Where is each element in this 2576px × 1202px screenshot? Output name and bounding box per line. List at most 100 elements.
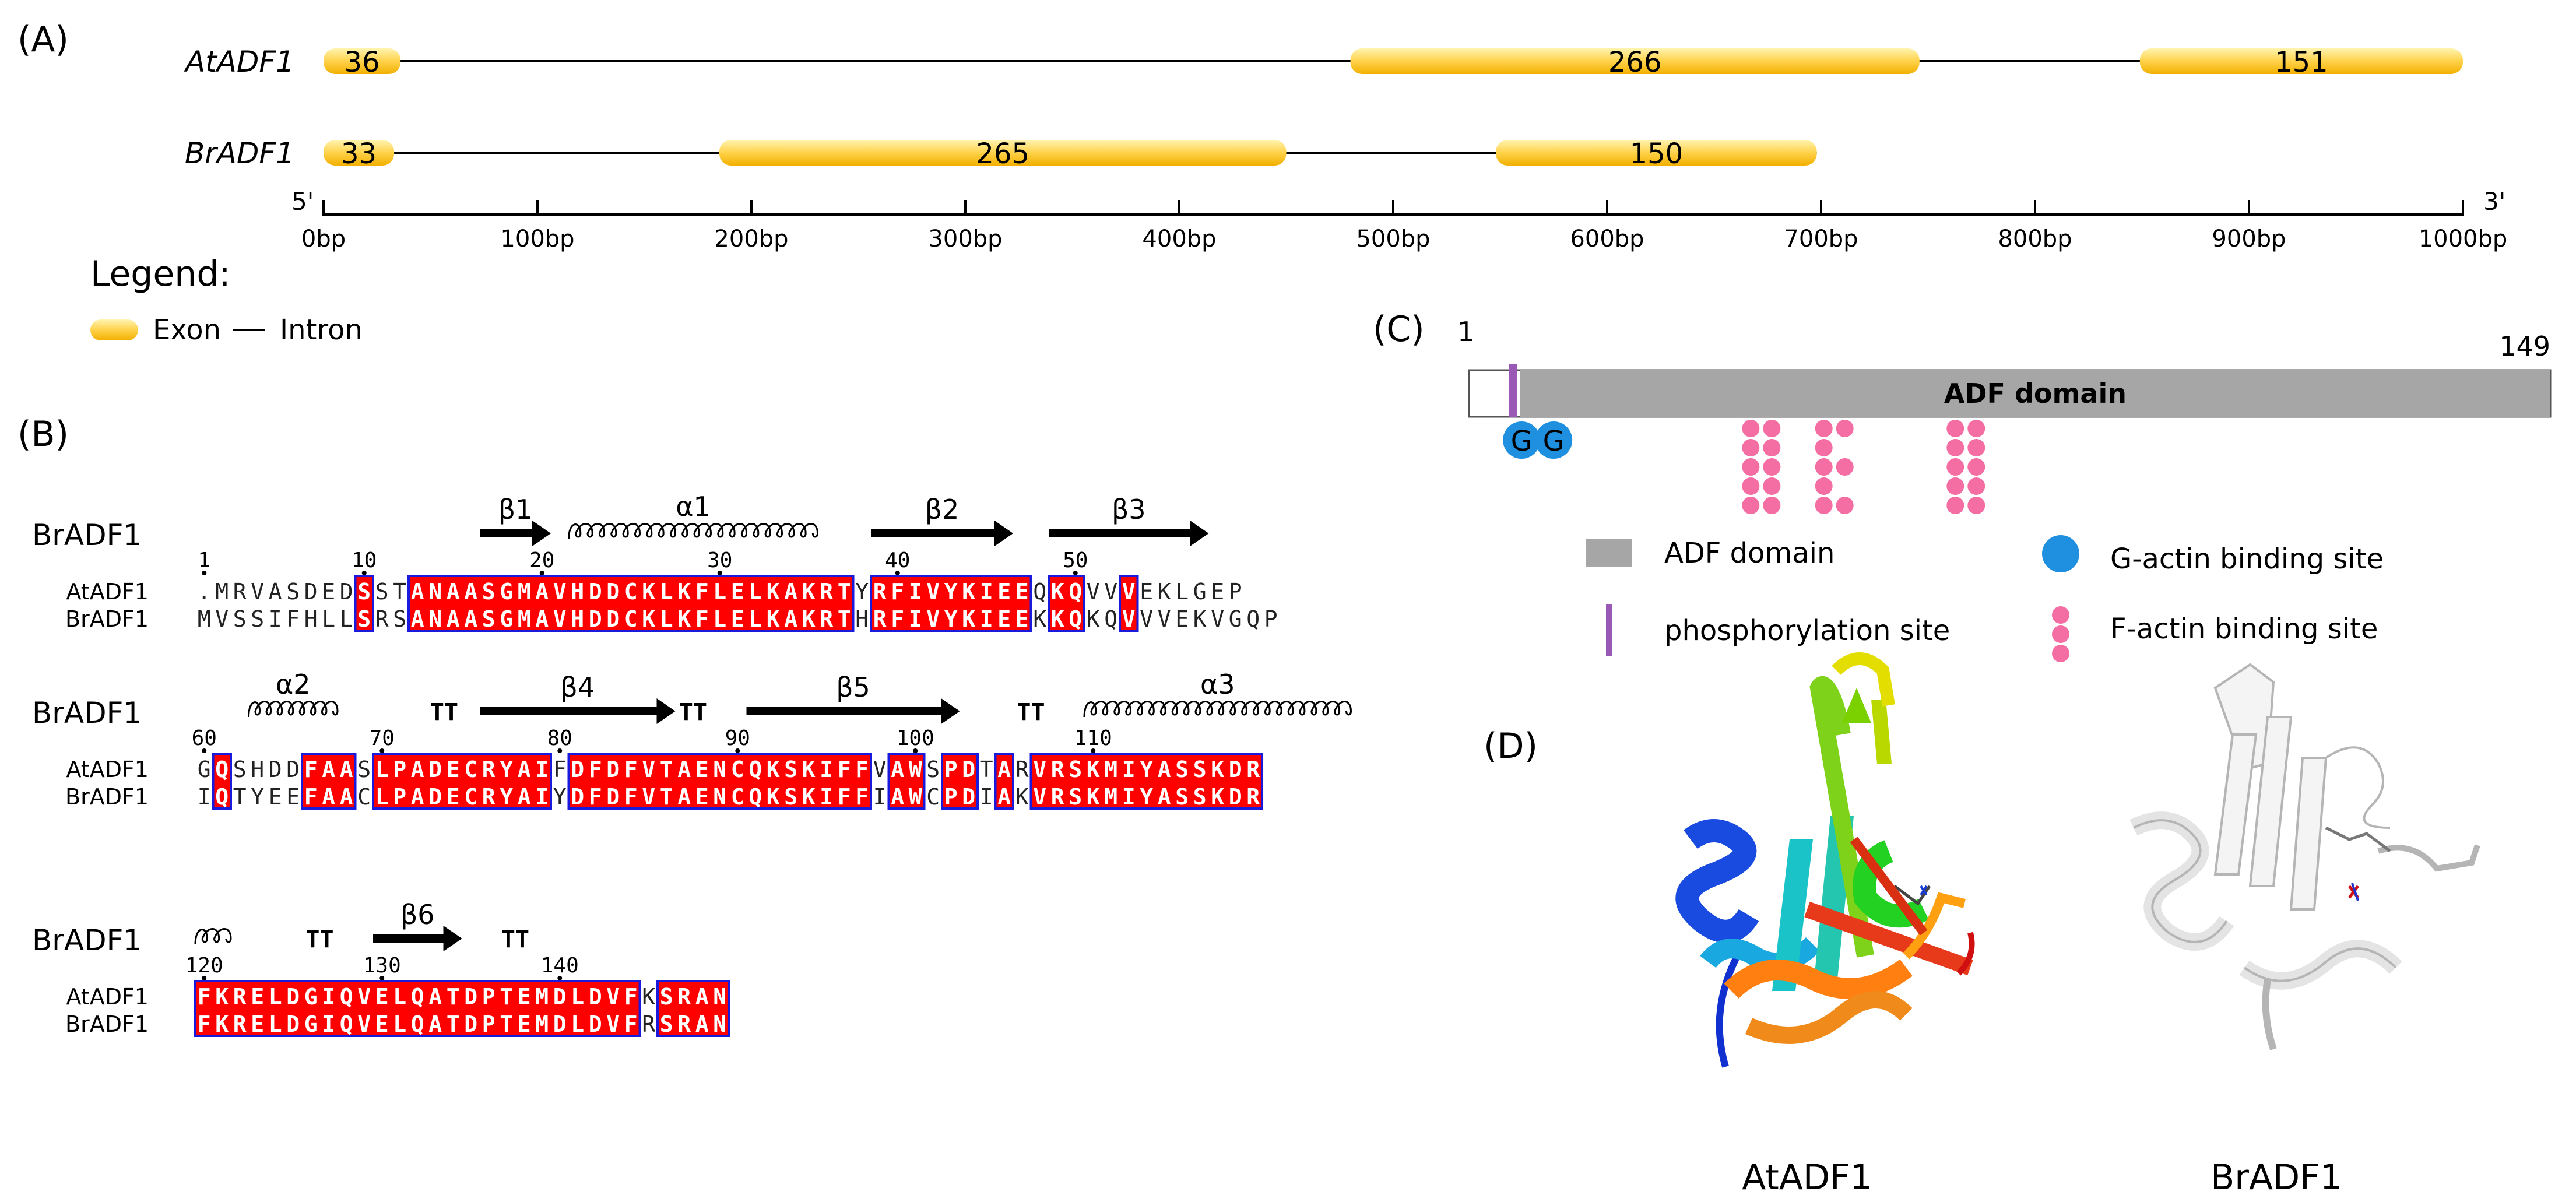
residue: A xyxy=(518,757,531,782)
residue: S xyxy=(784,757,797,782)
alpha-helix xyxy=(1083,701,1352,718)
residue: R xyxy=(1051,757,1064,782)
residue: S xyxy=(357,606,371,632)
residue: M xyxy=(198,606,211,632)
ruler-label: 10 xyxy=(352,549,377,572)
residue: A xyxy=(518,784,531,810)
residue: V xyxy=(1158,606,1171,632)
residue: K xyxy=(767,784,780,810)
residue: F xyxy=(286,606,300,632)
seq-name: AtADF1 xyxy=(66,579,149,604)
axis-tick-label: 700bp xyxy=(1784,226,1858,252)
residue: I xyxy=(269,606,282,632)
residue: E xyxy=(518,1011,531,1037)
residue: A xyxy=(411,757,424,782)
residue: K xyxy=(767,579,780,604)
residue: P xyxy=(944,784,958,810)
residue: K xyxy=(1051,606,1064,632)
residue: E xyxy=(251,984,264,1010)
ruler-label: 120 xyxy=(185,954,223,978)
residue: Y xyxy=(500,757,513,782)
residue: S xyxy=(1069,784,1082,810)
f-actin-dot xyxy=(1742,439,1760,456)
residue: D xyxy=(571,757,584,782)
alpha-helix xyxy=(568,523,819,540)
residue: A xyxy=(340,757,353,782)
residue: D xyxy=(962,784,975,810)
residue: N xyxy=(428,579,442,604)
residue: L xyxy=(713,606,726,632)
residue: E xyxy=(1140,579,1153,604)
residue: T xyxy=(393,579,406,604)
axis-tick-label: 300bp xyxy=(928,226,1002,252)
strand-label: β3 xyxy=(1112,494,1146,525)
residue: A xyxy=(695,984,709,1010)
residue: I xyxy=(980,606,993,632)
residue: T xyxy=(980,757,993,782)
turn-label: TT xyxy=(430,699,458,726)
residue: F xyxy=(695,579,709,604)
residue: C xyxy=(464,784,477,810)
residue: F xyxy=(838,784,851,810)
residue: S xyxy=(660,984,673,1010)
residue: L xyxy=(322,606,335,632)
residue: V xyxy=(1122,606,1136,632)
residue: P xyxy=(482,984,495,1010)
exon-bar xyxy=(1496,140,1817,166)
f-actin-dot xyxy=(1946,439,1964,456)
legend-g-actin-swatch xyxy=(2042,535,2079,572)
residue: E xyxy=(447,784,460,810)
residue: E xyxy=(997,579,1011,604)
f-actin-dot xyxy=(1763,420,1781,437)
residue: S xyxy=(233,606,247,632)
residue: S xyxy=(375,579,389,604)
residue: D xyxy=(1229,784,1242,810)
turn-label: TT xyxy=(1017,699,1045,726)
beta-strand-head xyxy=(1190,521,1209,546)
residue: Y xyxy=(1140,784,1153,810)
residue: E xyxy=(695,784,709,810)
turn-label: TT xyxy=(501,926,529,953)
domain-end-label: 149 xyxy=(2499,331,2550,362)
ruler-dot xyxy=(379,976,385,980)
exon-bar xyxy=(2139,48,2463,74)
ruler-dot xyxy=(361,571,367,575)
beta-strand-head xyxy=(994,521,1013,546)
ruler-dot xyxy=(202,748,207,753)
strand-label: β1 xyxy=(498,494,533,525)
residue: I xyxy=(322,984,335,1010)
residue: D xyxy=(428,784,442,810)
residue: K xyxy=(1015,784,1029,810)
ruler-label: 30 xyxy=(707,549,732,572)
ruler-dot xyxy=(735,748,740,753)
three-prime-label: 3' xyxy=(2483,187,2505,216)
residue: F xyxy=(891,579,904,604)
residue: C xyxy=(731,757,744,782)
residue: E xyxy=(695,757,709,782)
strand-label: β6 xyxy=(400,899,435,930)
gene-name: BrADF1 xyxy=(185,136,294,170)
residue: F xyxy=(891,606,904,632)
residue: D xyxy=(606,757,620,782)
residue: Q xyxy=(411,1011,424,1037)
residue: Q xyxy=(1069,606,1082,632)
residue: S xyxy=(660,1011,673,1037)
ruler-dot xyxy=(913,748,918,753)
residue: F xyxy=(838,757,851,782)
f-actin-dot xyxy=(1763,458,1781,476)
ruler-label: 1 xyxy=(198,549,210,572)
residue: I xyxy=(1122,757,1136,782)
ruler-dot xyxy=(557,748,563,753)
f-actin-dot xyxy=(1836,458,1854,476)
beta-strand-head xyxy=(443,926,462,951)
identity-block xyxy=(372,753,552,810)
residue: Q xyxy=(748,784,762,810)
ruler-dot xyxy=(379,748,385,753)
identity-block xyxy=(354,575,374,632)
residue: R xyxy=(820,606,833,632)
f-actin-dot xyxy=(1967,420,1985,437)
residue: D xyxy=(553,1011,567,1037)
residue: A xyxy=(411,579,424,604)
residue: A xyxy=(677,784,691,810)
helix-label: α3 xyxy=(1200,669,1235,700)
